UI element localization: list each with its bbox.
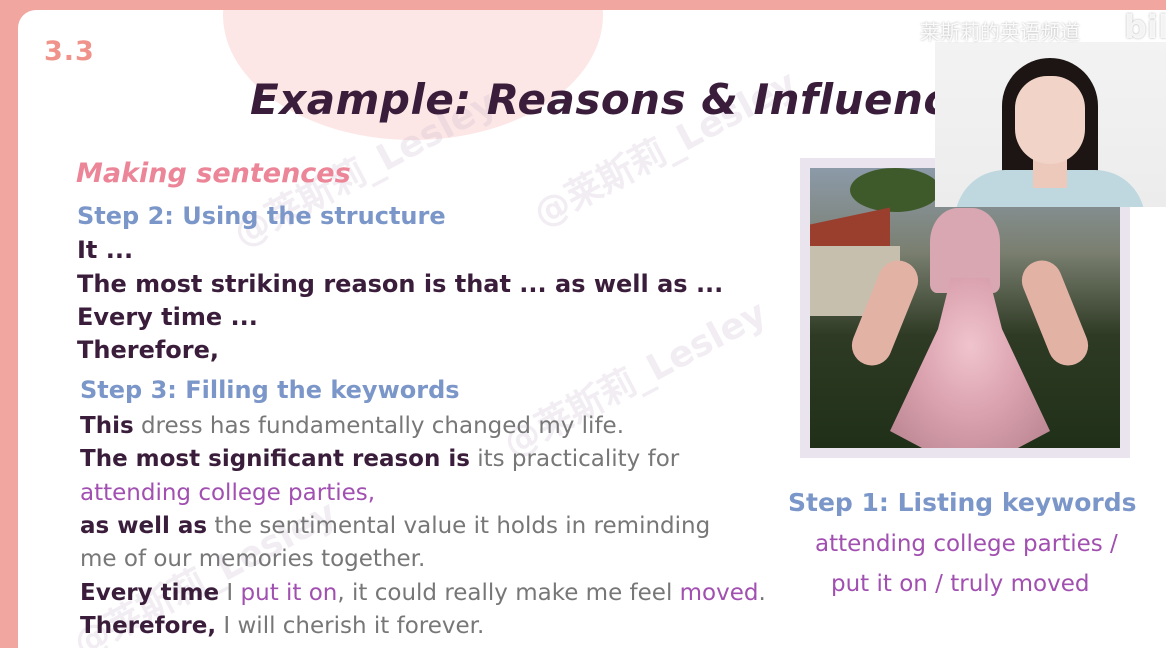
step3-heading: Step 3: Filling the keywords	[80, 376, 460, 404]
slide-number: 3.3	[44, 36, 95, 67]
slide-title: Example: Reasons & Influence	[250, 75, 960, 124]
keyword-college-parties: attending college parties,	[80, 480, 376, 506]
sentence-4-text: , it could really make me feel	[337, 580, 673, 606]
arm-right	[1015, 254, 1095, 372]
bilibili-logo: bili	[1124, 8, 1166, 46]
sentence-5: Therefore, I will cherish it forever.	[80, 610, 484, 643]
sentence-2: The most significant reason is its pract…	[80, 443, 679, 476]
sentence-2-line-2: attending college parties,	[80, 477, 375, 510]
keyword-put-it-on: put it on	[233, 580, 338, 606]
structure-line-1: It ...	[77, 236, 134, 264]
keywords-line-2: put it on / truly moved	[831, 571, 1090, 597]
sentence-4: Every time I put it on, it could really …	[80, 577, 766, 610]
sentence-3-text: the sentimental value it holds in remind…	[207, 513, 711, 539]
channel-watermark: 莱斯莉的英语频道	[920, 20, 1080, 44]
sentence-1: This dress has fundamentally changed my …	[80, 410, 624, 443]
palm-tree	[850, 168, 940, 212]
structure-line-3: Every time ...	[77, 303, 258, 331]
sentence-1-bold: This	[80, 413, 134, 439]
section-heading: Making sentences	[76, 158, 351, 189]
keywords-line-1: attending college parties /	[815, 531, 1118, 557]
webcam-overlay	[935, 42, 1166, 207]
sentence-4-end: .	[758, 580, 766, 606]
sentence-4-i: I	[219, 580, 234, 606]
sentence-5-text: I will cherish it forever.	[216, 613, 485, 639]
sentence-3-text-2: me of our memories together.	[80, 546, 426, 572]
sentence-3-line-2: me of our memories together.	[80, 543, 425, 576]
keyword-moved: moved	[672, 580, 759, 606]
dress-skirt	[890, 278, 1050, 448]
step1-heading: Step 1: Listing keywords	[788, 488, 1137, 517]
sentence-5-bold: Therefore,	[80, 613, 217, 639]
sentence-2-text: its practicality for	[469, 446, 680, 472]
sentence-2-bold: The most significant reason is	[80, 446, 470, 472]
sentence-1-text: dress has fundamentally changed my life.	[133, 413, 625, 439]
sentence-3-bold: as well as	[80, 513, 208, 539]
dress-photo-frame	[800, 158, 1130, 458]
dress-photo	[810, 168, 1120, 448]
sentence-4-bold: Every time	[80, 580, 220, 606]
structure-line-2: The most striking reason is that ... as …	[77, 270, 724, 298]
step2-heading: Step 2: Using the structure	[77, 202, 446, 230]
presenter-face	[1015, 76, 1085, 164]
sentence-3: as well as the sentimental value it hold…	[80, 510, 710, 543]
structure-line-4: Therefore,	[77, 336, 220, 364]
